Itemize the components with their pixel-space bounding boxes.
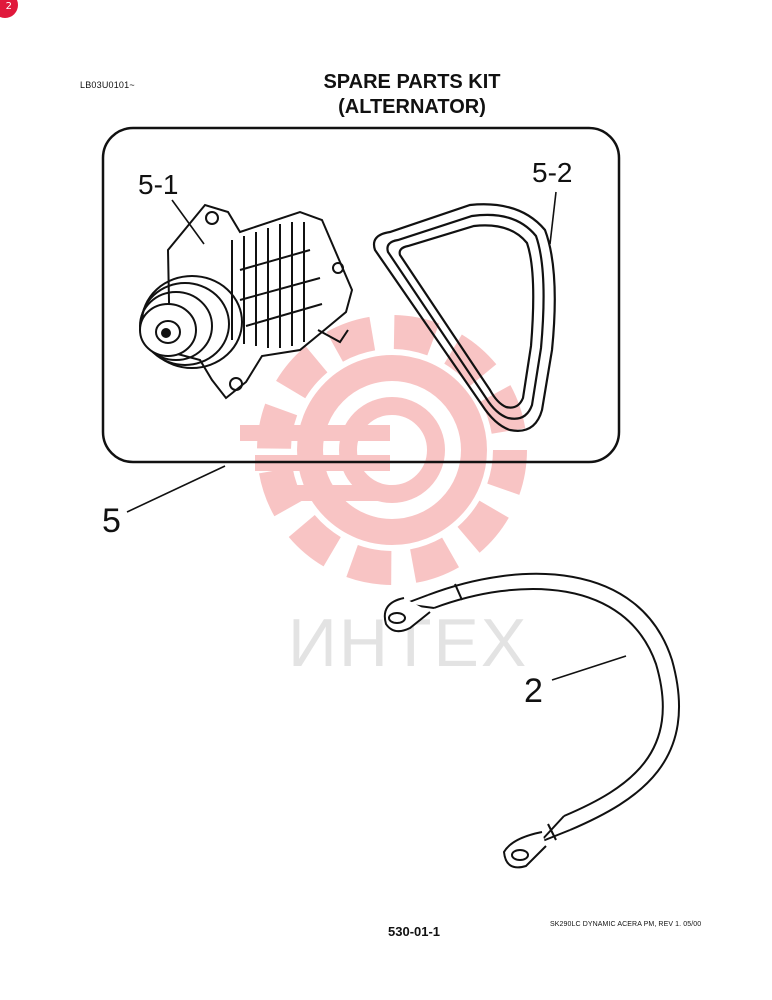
callout-belt: 5-2 [532,157,572,188]
leader-line-belt [549,191,557,245]
alternator-drawing [139,203,354,400]
callout-alternator: 5-1 [138,169,178,200]
leader-line-alternator [171,199,205,245]
page-number: 530-01-1 [388,924,441,939]
page-title: SPARE PARTS KIT (ALTERNATOR) [262,70,562,120]
leader-line-cable [551,655,627,681]
callout-kit: 5 [102,502,121,540]
leader-lines [126,191,627,681]
callout-cable: 2 [524,672,543,710]
battery-cable-drawing [383,572,680,869]
manual-reference: SK290LC DYNAMIC ACERA PM, REV 1. 05/00 [550,921,702,928]
title-line-1: SPARE PARTS KIT [323,71,501,93]
title-line-2: (ALTERNATOR) [338,96,486,118]
v-belt-drawing [372,203,556,432]
leader-line-kit [126,465,226,513]
kit-outline-box [101,126,621,464]
watermark-gear-logo [240,315,527,585]
page-badge: 2 [0,0,18,18]
document-code: LB03U0101~ [80,80,135,90]
